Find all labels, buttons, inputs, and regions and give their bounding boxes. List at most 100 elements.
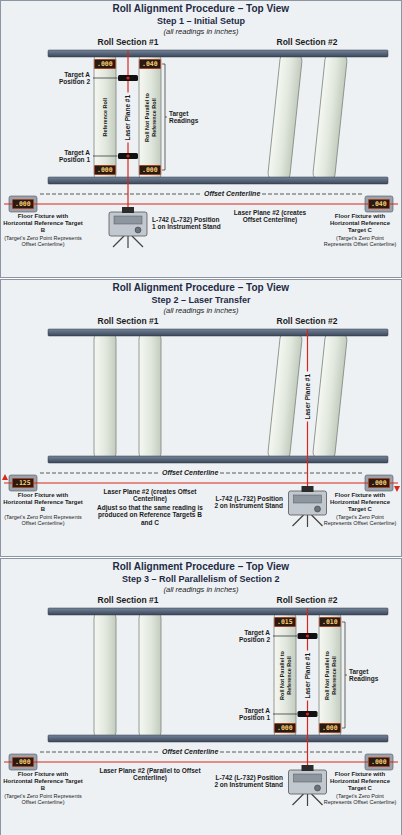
roll	[319, 611, 341, 739]
reading-bracket-tick	[165, 117, 167, 118]
roll	[267, 331, 302, 461]
text-label: Step 1 – Initial Setup	[157, 16, 245, 26]
target-a	[298, 711, 318, 717]
text-label: (all readings in inches)	[164, 586, 239, 595]
floor-fixture	[9, 754, 37, 770]
roll-frame-rail	[48, 735, 388, 742]
reading-value: .000	[15, 200, 31, 208]
instrument-stand-leg	[307, 794, 308, 806]
reading-display: .000	[319, 723, 341, 733]
leader-line	[93, 156, 118, 157]
laser-spot	[126, 76, 129, 79]
reading-value: .010	[322, 618, 338, 626]
roll	[139, 53, 161, 181]
reading-display: .125	[12, 478, 34, 488]
reading-value: .000	[15, 758, 31, 766]
text-label: Floor Fixture with Horizontal Reference …	[3, 492, 83, 513]
text-label: Floor Fixture with Horizontal Reference …	[322, 492, 398, 513]
reading-value: .040	[142, 60, 158, 68]
step-panel	[1, 280, 402, 557]
panel-frame	[1, 280, 402, 557]
instrument-stand-leg	[113, 236, 124, 247]
laser-instrument	[289, 491, 327, 515]
reading-display: .000	[94, 165, 116, 175]
instrument-stand-leg	[312, 794, 323, 805]
reading-display: .000	[368, 478, 390, 488]
text-label: Target Readings	[349, 668, 395, 683]
text-label: Roll Section #1	[98, 317, 159, 327]
text-label: (all readings in inches)	[164, 28, 239, 37]
reading-display: .000	[94, 59, 116, 69]
roll	[267, 52, 302, 182]
text-label: (Target's Zero Point Represents Offset C…	[322, 235, 398, 248]
text-label: Roll Section #2	[277, 317, 338, 327]
instrument-detail	[114, 216, 142, 224]
instrument-stand-leg	[293, 794, 304, 805]
text-label: (Target's Zero Point Represents Offset C…	[3, 793, 83, 806]
reading-value: .000	[322, 724, 338, 732]
floor-fixture	[365, 196, 393, 212]
reading-value: .000	[277, 724, 293, 732]
reading-value: .000	[371, 479, 387, 487]
reading-display: .000	[368, 757, 390, 767]
text-label: Floor Fixture with Horizontal Reference …	[3, 213, 83, 234]
text-label: Target A Position 2	[226, 629, 270, 644]
reading-display: .040	[139, 59, 161, 69]
floor-fixture	[9, 475, 37, 491]
roll	[94, 611, 116, 739]
text-label: Target Readings	[169, 110, 209, 125]
reading-value: .040	[371, 200, 387, 208]
text-label: (all readings in inches)	[164, 307, 239, 316]
reading-display: .000	[12, 199, 34, 209]
instrument-knob	[315, 506, 321, 512]
text-label: Offset Centerline	[160, 748, 220, 756]
vertical-label: Roll Not Parallel to Reference Roll	[279, 642, 292, 708]
text-label: (Target's Zero Point Represents Offset C…	[322, 793, 398, 806]
roll-frame-rail	[48, 456, 388, 463]
text-label: (Target's Zero Point Represents Offset C…	[322, 514, 398, 527]
reading-display: .000	[139, 165, 161, 175]
text-label: L-742 (L-732) Position 1 on Instrument S…	[152, 216, 222, 231]
leader-line	[273, 636, 297, 637]
offset-centerline	[40, 194, 362, 195]
reading-bracket	[162, 64, 165, 170]
vertical-label: Laser Plane #1	[304, 371, 311, 421]
text-label: Target A Position 1	[46, 149, 90, 164]
text-label: Roll Alignment Procedure – Top View	[113, 561, 290, 573]
reading-value: .125	[15, 479, 31, 487]
text-label: (Target's Zero Point Represents Offset C…	[3, 514, 83, 527]
laser-spot	[306, 712, 309, 715]
roll-frame-rail	[48, 329, 388, 336]
adjust-arrow-up	[2, 474, 8, 480]
text-label: Roll Alignment Procedure – Top View	[113, 3, 290, 15]
instrument-stand-leg	[293, 515, 304, 526]
roll	[94, 53, 116, 181]
text-label: Offset Centerline	[202, 190, 262, 198]
floor-fixture	[365, 754, 393, 770]
instrument-stand-leg	[312, 515, 323, 526]
instrument-stand-leg	[132, 236, 143, 247]
laser-spot	[126, 154, 129, 157]
laser-plane-2	[4, 482, 398, 483]
roll	[274, 611, 296, 739]
floor-fixture	[365, 475, 393, 491]
roll-frame-rail	[48, 50, 388, 57]
vertical-label: Roll Not Parallel to Reference Roll	[144, 84, 157, 150]
text-label: Step 2 – Laser Transfer	[152, 295, 251, 305]
text-label: (Target's Zero Point Represents Offset C…	[3, 235, 83, 248]
step-panel	[1, 559, 402, 835]
reading-value: .000	[97, 60, 113, 68]
leader-line	[273, 714, 297, 715]
reading-display: .000	[12, 757, 34, 767]
roll	[139, 611, 161, 739]
roll	[94, 332, 116, 460]
text-label: Target A Position 2	[46, 71, 90, 86]
text-label: Floor Fixture with Horizontal Reference …	[322, 213, 398, 234]
reading-bracket-tick	[345, 675, 347, 676]
roll	[312, 52, 347, 182]
target-a	[118, 75, 138, 81]
text-label: Laser Plane #2 (Parallel to Offset Cente…	[95, 767, 205, 782]
text-label: Roll Alignment Procedure – Top View	[113, 282, 290, 294]
instrument-detail	[294, 495, 322, 503]
vertical-label: Laser Plane #1	[124, 92, 131, 142]
